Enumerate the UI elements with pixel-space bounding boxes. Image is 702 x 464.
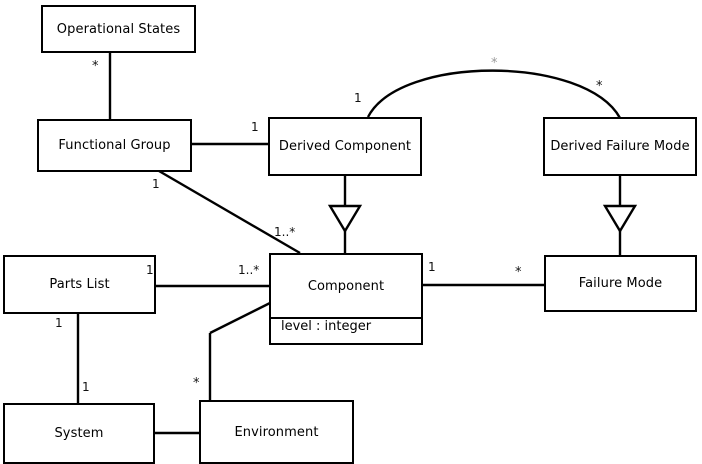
generalization-triangle-failure-mode xyxy=(602,204,638,234)
multiplicity-derived-component-curve: 1 xyxy=(354,91,362,105)
class-box-system[interactable]: System xyxy=(3,403,155,464)
multiplicity-functional-group-component: 1 xyxy=(152,177,160,191)
class-box-component[interactable]: Component level : integer xyxy=(269,253,423,345)
class-box-derived-component[interactable]: Derived Component xyxy=(268,117,422,176)
multiplicity-failure-mode-from-component: * xyxy=(515,265,522,280)
multiplicity-environment-component: * xyxy=(193,376,200,391)
multiplicity-parts-list-system: 1 xyxy=(55,316,63,330)
multiplicity-functional-group-derived-component: 1 xyxy=(251,120,259,134)
class-box-operational-states[interactable]: Operational States xyxy=(41,5,196,53)
edge-derived-component-derived-failure-mode xyxy=(366,69,622,119)
class-box-parts-list[interactable]: Parts List xyxy=(3,255,156,314)
multiplicity-curve-apex: * xyxy=(491,56,498,71)
class-box-functional-group[interactable]: Functional Group xyxy=(37,119,192,172)
class-name-environment: Environment xyxy=(234,424,319,440)
edge-functional-group-component xyxy=(158,169,301,255)
class-name-parts-list: Parts List xyxy=(49,277,110,292)
multiplicity-parts-list-right: 1 xyxy=(146,263,154,277)
multiplicity-component-failure-mode: 1 xyxy=(428,260,436,274)
class-box-failure-mode[interactable]: Failure Mode xyxy=(544,255,697,312)
class-name-operational-states: Operational States xyxy=(56,21,181,37)
class-box-environment[interactable]: Environment xyxy=(199,400,354,464)
multiplicity-parts-list-component: 1..* xyxy=(238,263,260,277)
multiplicity-derived-failure-mode-curve: * xyxy=(596,79,603,94)
class-name-system: System xyxy=(54,426,104,441)
class-name-failure-mode: Failure Mode xyxy=(578,276,663,291)
class-box-derived-failure-mode[interactable]: Derived Failure Mode xyxy=(543,117,697,176)
multiplicity-operational-states-functional-group: * xyxy=(92,59,99,74)
class-name-derived-failure-mode: Derived Failure Mode xyxy=(550,139,690,154)
multiplicity-system-parts-list: 1 xyxy=(82,380,90,394)
multiplicity-component-from-functional-group: 1..* xyxy=(274,225,296,239)
class-attribute-component-level: level : integer xyxy=(271,317,421,334)
class-name-functional-group: Functional Group xyxy=(58,138,171,153)
generalization-triangle-component xyxy=(327,204,363,234)
class-name-component: Component xyxy=(307,278,385,294)
class-name-derived-component: Derived Component xyxy=(278,139,412,154)
edge-environment-component-diagonal xyxy=(209,301,271,335)
